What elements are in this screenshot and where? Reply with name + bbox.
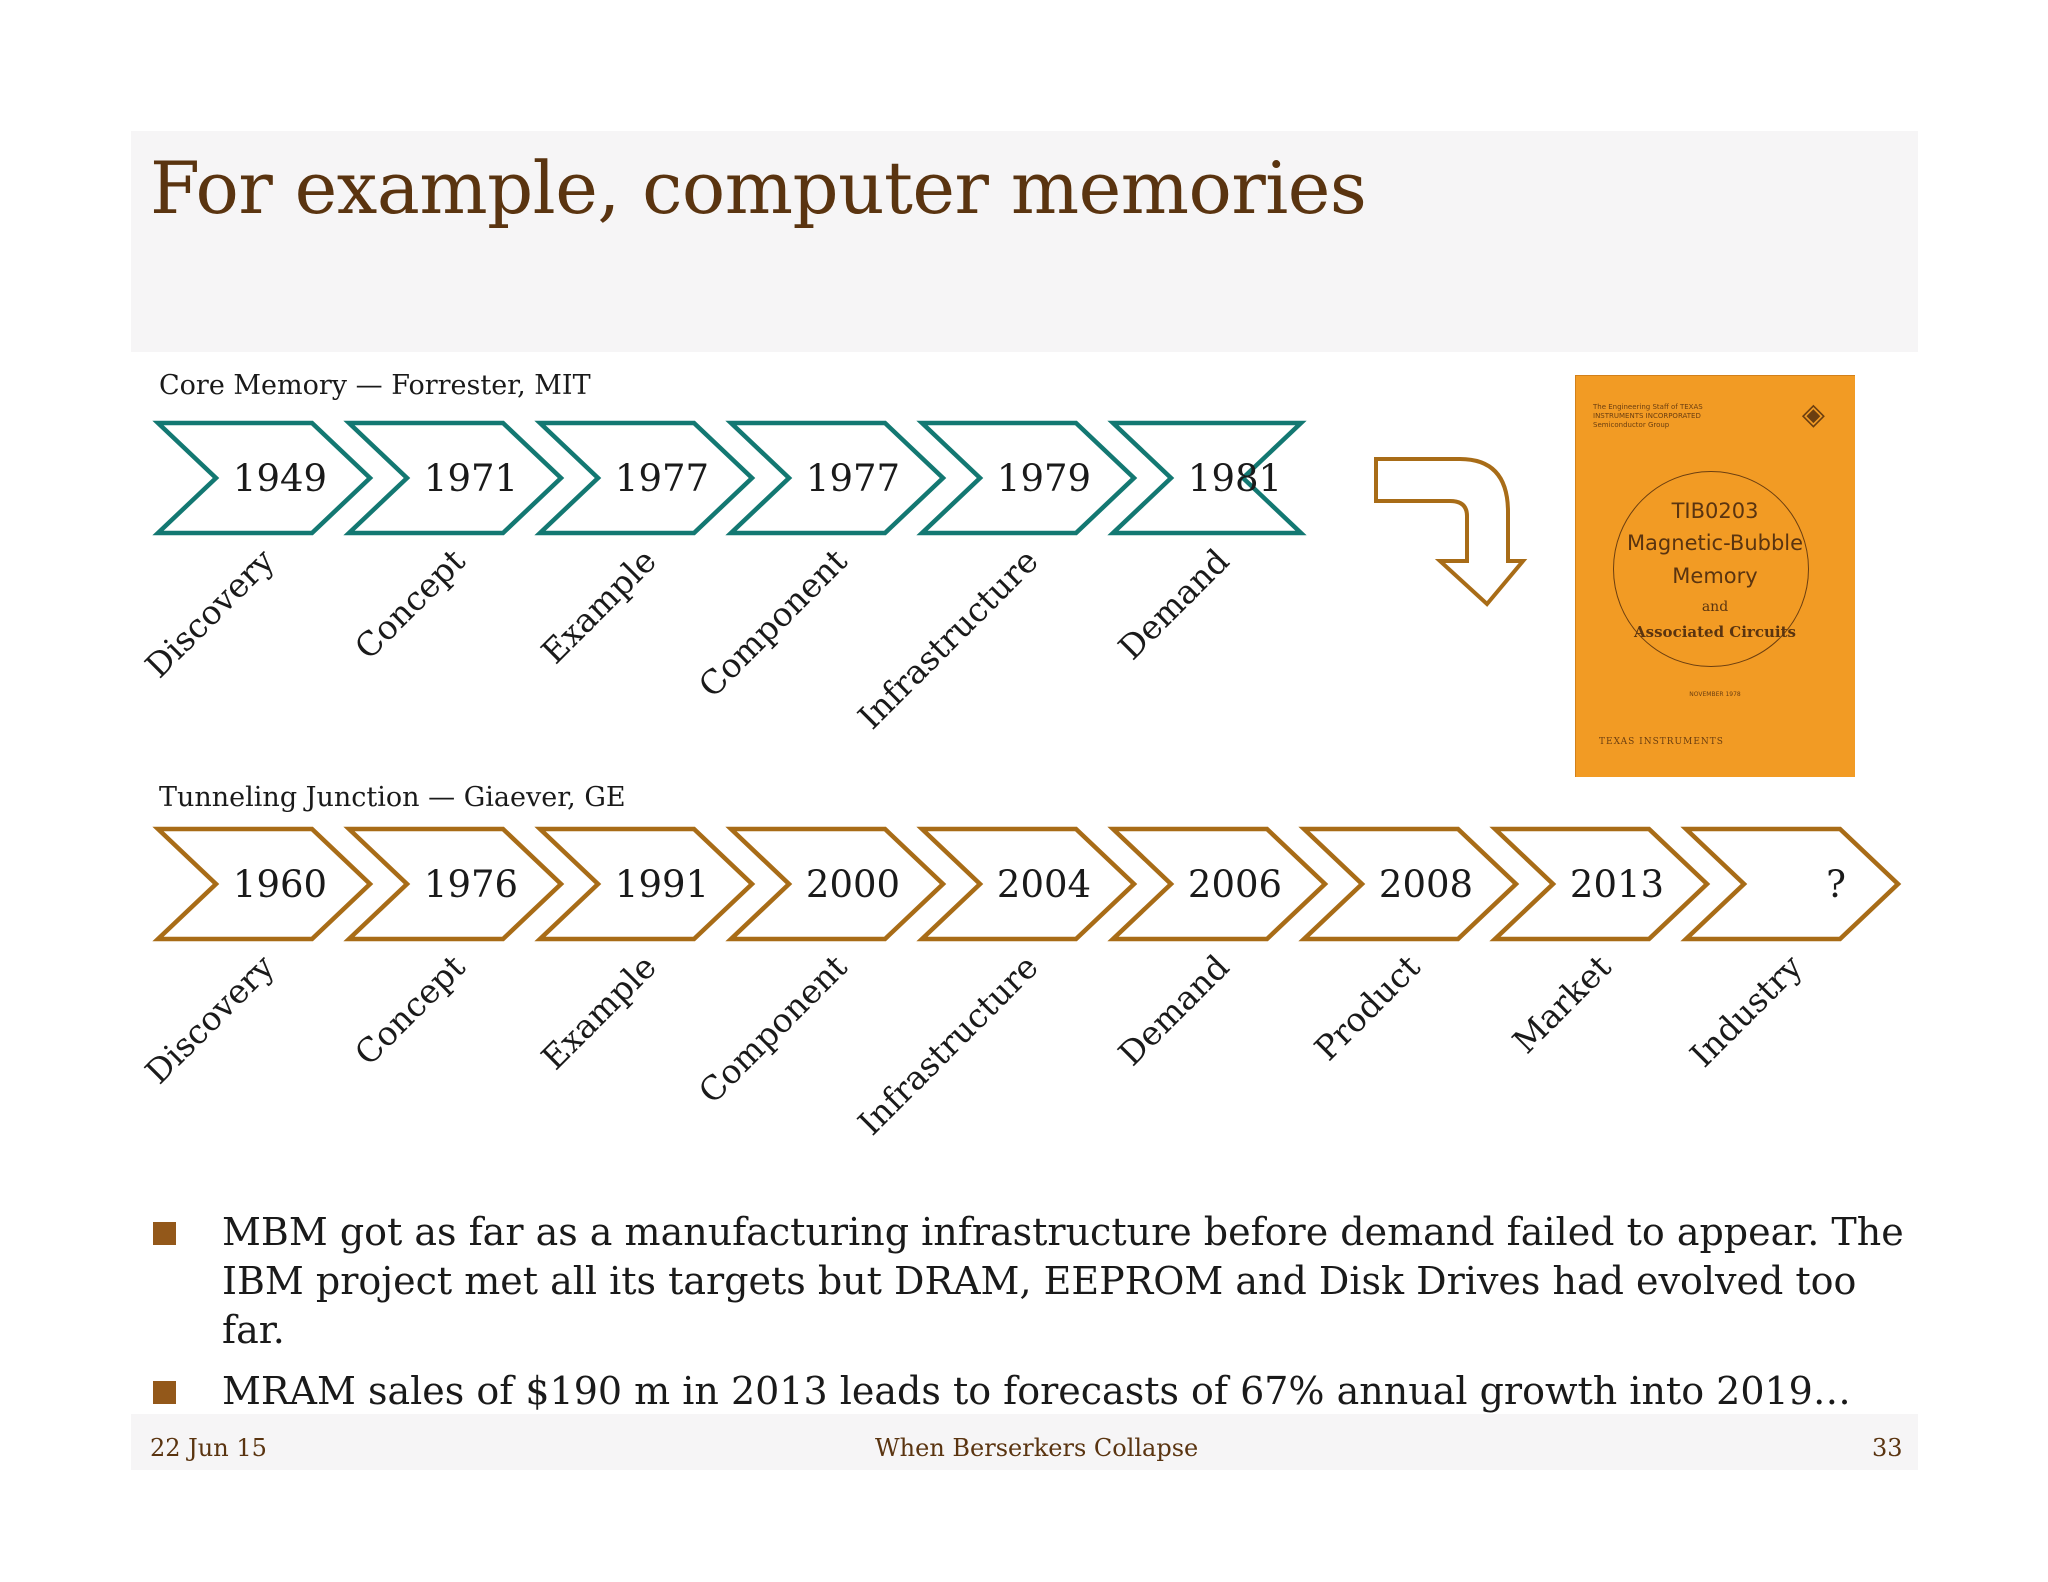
timeline-stage-label: Example [534, 541, 664, 671]
booklet-title-line: and [1575, 599, 1855, 615]
timeline-stage-label: Concept [347, 947, 473, 1073]
booklet-cover-image: The Engineering Staff of TEXAS INSTRUMEN… [1575, 375, 1855, 777]
timeline-year-label: 2000 [806, 863, 900, 906]
booklet-title-line: Associated Circuits [1575, 623, 1855, 641]
timeline-year-label: 1977 [615, 457, 709, 500]
booklet-publisher-text: The Engineering Staff of TEXAS INSTRUMEN… [1593, 403, 1753, 430]
timeline-year-label: 1976 [424, 863, 518, 906]
timeline-year-label: 1981 [1188, 457, 1282, 500]
timeline-chevron [1686, 829, 1898, 939]
bullet-square-icon [153, 1381, 176, 1404]
timeline-year-label: 1971 [424, 457, 518, 500]
timeline-stage-label: Concept [347, 541, 473, 667]
timeline-year-label: ? [1826, 863, 1846, 906]
timeline-stage-label: Industry [1682, 947, 1810, 1075]
timeline-year-label: 1991 [615, 863, 709, 906]
timeline-year-label: 1960 [233, 863, 327, 906]
booklet-date: NOVEMBER 1978 [1575, 691, 1855, 698]
bullet-item: MBM got as far as a manufacturing infras… [150, 1208, 1910, 1355]
bullet-list: MBM got as far as a manufacturing infras… [150, 1208, 1910, 1428]
timeline-stage-label: Market [1505, 947, 1619, 1061]
bullet-square-icon [153, 1222, 176, 1245]
timeline-stage-label: Discovery [137, 541, 281, 685]
timeline-stage-label: Demand [1111, 541, 1237, 667]
booklet-title-line: Magnetic-Bubble [1575, 531, 1855, 555]
bullet-item: MRAM sales of $190 m in 2013 leads to fo… [150, 1367, 1910, 1416]
timeline-year-label: 2013 [1570, 863, 1664, 906]
footer-date: 22 Jun 15 [150, 1434, 267, 1462]
timeline-year-label: 2008 [1379, 863, 1473, 906]
timeline-stage-label: Component [691, 947, 855, 1111]
timeline-year-label: 1979 [997, 457, 1091, 500]
timeline-stage-label: Infrastructure [850, 541, 1046, 737]
bullet-text: MRAM sales of $190 m in 2013 leads to fo… [222, 1369, 1851, 1413]
timeline-stage-label: Example [534, 947, 664, 1077]
booklet-code: TIB0203 [1575, 499, 1855, 523]
timeline-year-label: 1949 [233, 457, 327, 500]
timeline-stage-label: Component [691, 541, 855, 705]
curved-arrow-icon [1376, 459, 1523, 604]
bullet-text: MBM got as far as a manufacturing infras… [222, 1210, 1904, 1352]
footer-title: When Berserkers Collapse [875, 1434, 1198, 1462]
timeline-stage-label: Product [1307, 947, 1428, 1068]
timeline-year-label: 2004 [997, 863, 1091, 906]
page-number: 33 [1872, 1434, 1903, 1462]
booklet-title-line: Memory [1575, 564, 1855, 588]
texas-instruments-logo-icon: ◈ [1802, 397, 1825, 432]
timeline-stage-label: Demand [1111, 947, 1237, 1073]
booklet-footer: TEXAS INSTRUMENTS [1599, 737, 1724, 747]
timeline-year-label: 1977 [806, 457, 900, 500]
timeline-stage-label: Infrastructure [850, 947, 1046, 1143]
timeline-year-label: 2006 [1188, 863, 1282, 906]
timeline-stage-label: Discovery [137, 947, 281, 1091]
